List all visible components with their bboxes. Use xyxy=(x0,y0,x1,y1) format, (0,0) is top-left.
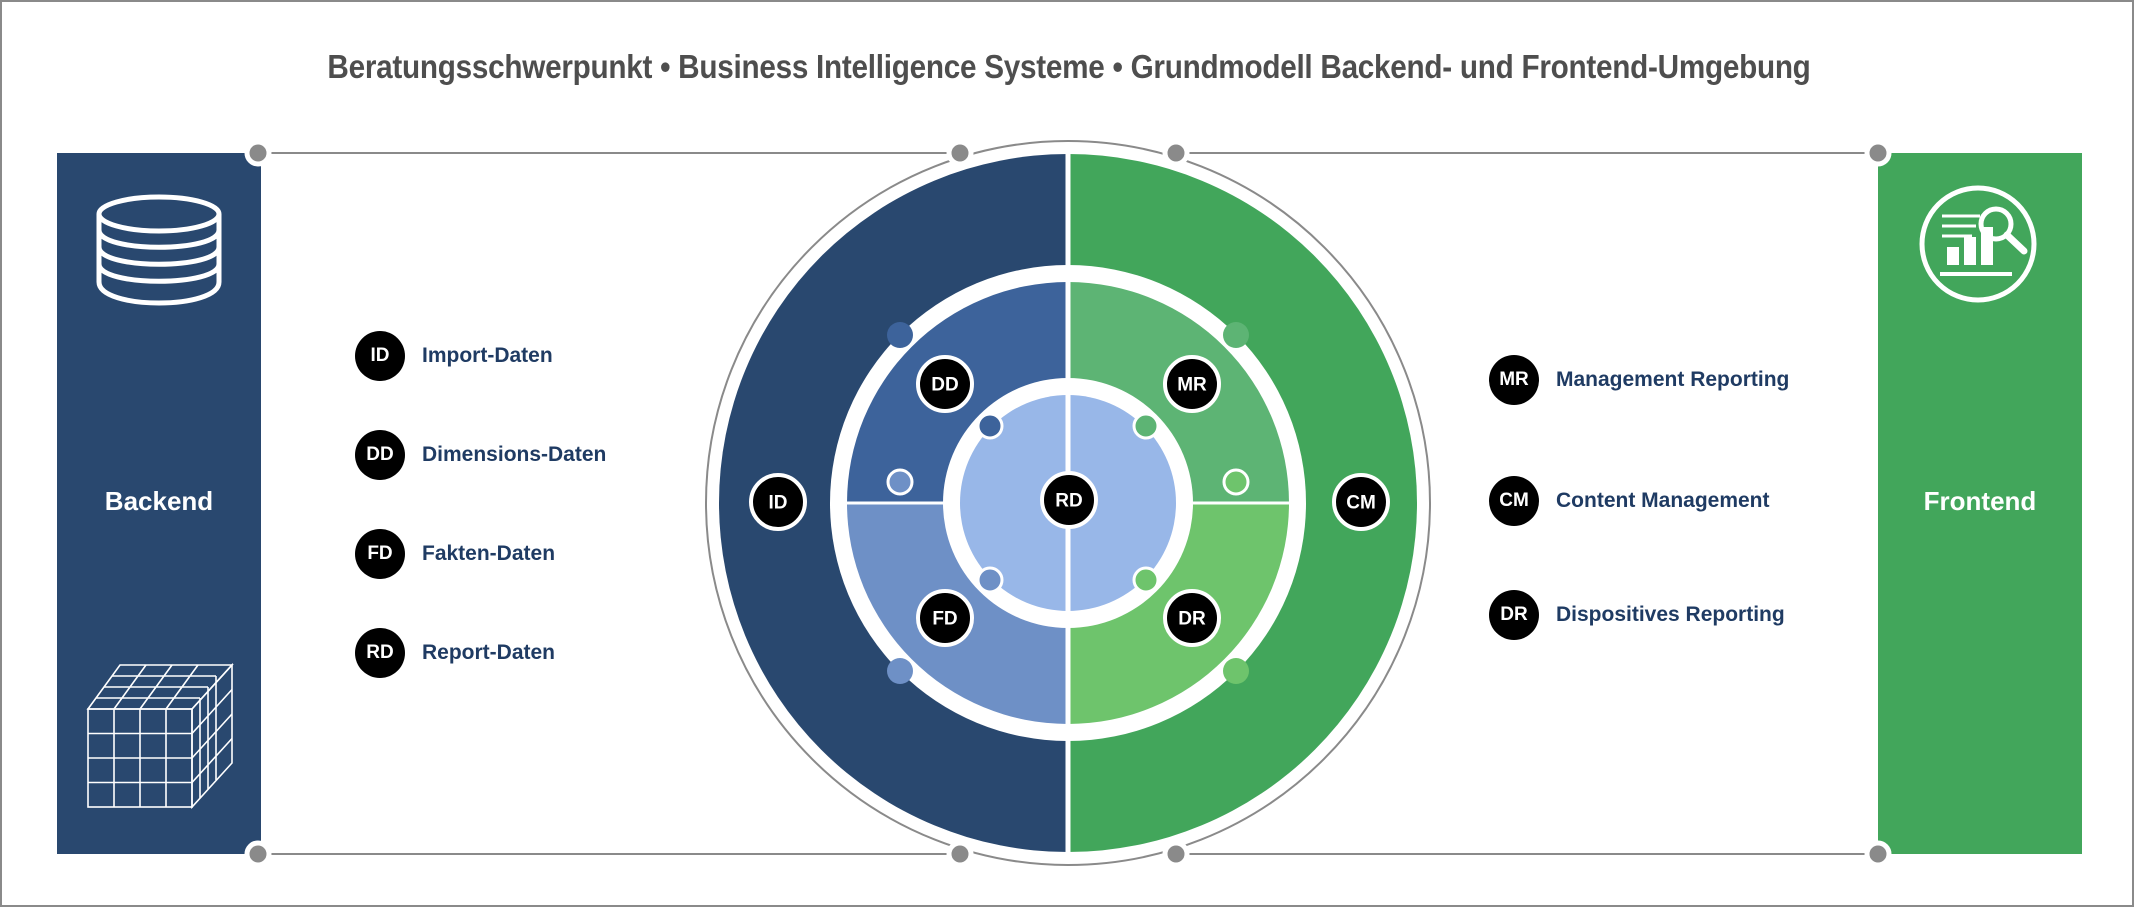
page-title: Beratungsschwerpunkt • Business Intellig… xyxy=(327,48,1811,85)
legend-label: Report-Daten xyxy=(422,641,556,664)
legend-item-dr: DR Dispositives Reporting xyxy=(1489,590,1785,640)
badge-dr-label: DR xyxy=(1178,609,1206,630)
legend-badge: DD xyxy=(355,430,405,480)
badge-mr-label: MR xyxy=(1177,375,1207,396)
badge-cm-label: CM xyxy=(1346,493,1376,514)
frame-connectors xyxy=(258,140,1878,866)
data-cube-icon xyxy=(86,662,234,810)
badge-dd: DD xyxy=(916,355,974,413)
badge-dr: DR xyxy=(1163,589,1221,647)
badge-cm: CM xyxy=(1332,473,1390,531)
legend-label: Dispositives Reporting xyxy=(1556,603,1785,626)
legend-label: Fakten-Daten xyxy=(422,542,556,565)
badge-fd-label: FD xyxy=(932,609,957,630)
legend-item-dd: DD Dimensions-Daten xyxy=(355,430,606,480)
badge-mr: MR xyxy=(1163,355,1221,413)
wheel-badges: ID CM DD FD MR DR xyxy=(749,355,1390,647)
backend-label: Backend xyxy=(104,486,214,516)
database-icon xyxy=(96,194,222,306)
legend-badge: CM xyxy=(1489,476,1539,526)
legend-badge: ID xyxy=(355,331,405,381)
frontend-panel xyxy=(1878,153,2082,854)
legend-badge: DR xyxy=(1489,590,1539,640)
badge-id: ID xyxy=(749,473,807,531)
badge-rd-label: RD xyxy=(1055,491,1082,512)
frame-dots xyxy=(244,139,1892,868)
legend-badge: FD xyxy=(355,529,405,579)
frontend-label: Frontend xyxy=(1923,486,2037,516)
badge-fd: FD xyxy=(916,589,974,647)
legend-label: Dimensions-Daten xyxy=(422,443,607,466)
legend-item-mr: MR Management Reporting xyxy=(1489,355,1789,405)
legend-label: Import-Daten xyxy=(422,344,553,367)
legend-item-id: ID Import-Daten xyxy=(355,331,553,381)
badge-id-label: ID xyxy=(769,493,788,514)
badge-dd-label: DD xyxy=(931,375,958,396)
puzzle-tabs xyxy=(886,322,1250,684)
legend-badge: RD xyxy=(355,628,405,678)
inner-puzzle-tabs xyxy=(976,412,1160,594)
badge-rd: RD xyxy=(1040,471,1098,529)
legend-item-rd: RD Report-Daten xyxy=(355,628,555,678)
legend-item-fd: FD Fakten-Daten xyxy=(355,529,555,579)
legend-item-cm: CM Content Management xyxy=(1489,476,1770,526)
legend-label: Content Management xyxy=(1556,489,1770,512)
backend-panel xyxy=(57,153,261,854)
legend-label: Management Reporting xyxy=(1556,368,1790,391)
legend-badge: MR xyxy=(1489,355,1539,405)
report-analysis-icon xyxy=(1919,185,2037,303)
